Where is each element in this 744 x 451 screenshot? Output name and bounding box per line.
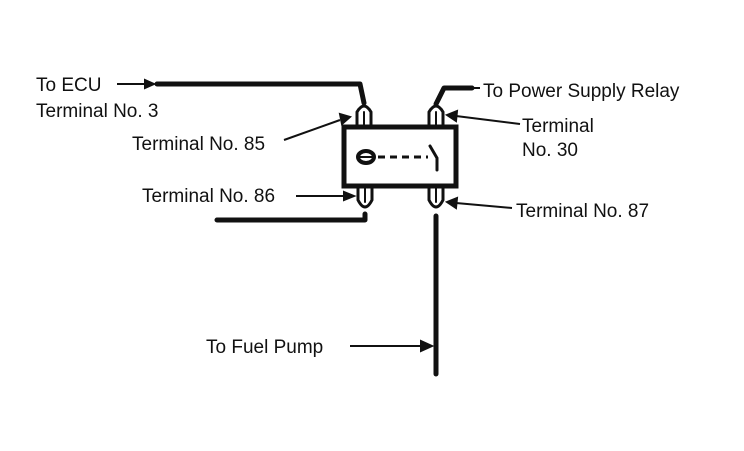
- connector-pins: [355, 104, 445, 209]
- pin-terminal-85: [355, 104, 373, 130]
- wire-power-supply-to-terminal-30: [433, 85, 475, 107]
- arrow-head-terminal-87: [444, 196, 459, 210]
- relay-switch-contact-icon: [428, 144, 439, 172]
- arrow-head-terminal-86: [343, 190, 357, 202]
- label-to-power-supply-relay: To Power Supply Relay: [483, 81, 680, 102]
- arrow-head-terminal-30: [444, 109, 459, 123]
- label-terminal-85: Terminal No. 85: [132, 134, 265, 155]
- arrow-head-fuel-pump: [420, 339, 435, 353]
- wires: [154, 81, 475, 377]
- pin-terminal-86: [356, 184, 374, 209]
- label-terminal-87: Terminal No. 87: [516, 201, 649, 222]
- label-terminal-30-line-2: No. 30: [522, 140, 578, 161]
- labels: To ECU Terminal No. 3 Terminal No. 85 Te…: [36, 75, 680, 358]
- pin-terminal-30: [427, 104, 445, 130]
- wire-ecu-to-terminal-85: [154, 81, 367, 106]
- arrow-head-terminal-85: [338, 112, 353, 126]
- relay-body: [341, 124, 459, 189]
- label-ecu-terminal-no-3: Terminal No. 3: [36, 101, 159, 122]
- label-terminal-86: Terminal No. 86: [142, 186, 275, 207]
- label-terminal-30-line-1: Terminal: [522, 116, 594, 137]
- label-to-fuel-pump: To Fuel Pump: [206, 337, 323, 358]
- leader-lines: [117, 78, 521, 353]
- relay: [341, 124, 459, 189]
- pin-terminal-87: [427, 184, 445, 209]
- label-to-ecu: To ECU: [36, 75, 101, 96]
- wire-terminal-86: [214, 211, 368, 223]
- arrow-head-to-ecu: [144, 78, 157, 90]
